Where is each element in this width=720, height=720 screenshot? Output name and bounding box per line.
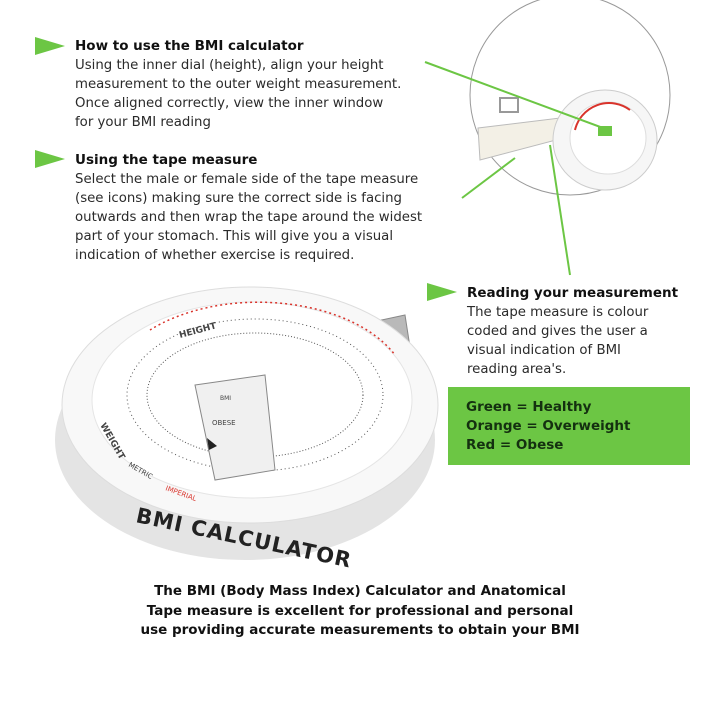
bullet-arrow-icon <box>427 283 457 301</box>
legend-item-obese: Red = Obese <box>466 437 564 453</box>
section-tape-measure: Using the tape measure Select the male o… <box>75 151 422 265</box>
section-body: The tape measure is colour coded and giv… <box>467 305 649 377</box>
pointer-line <box>461 157 516 199</box>
section-title: Reading your measurement <box>467 285 679 301</box>
dial-label-bmi: BMI <box>220 395 231 402</box>
bullet-arrow-icon <box>35 150 65 168</box>
dial-label-obese: OBESE <box>212 419 236 427</box>
section-title: How to use the BMI calculator <box>75 38 304 54</box>
section-title: Using the tape measure <box>75 152 258 168</box>
section-reading: Reading your measurement The tape measur… <box>467 284 678 379</box>
legend-item-healthy: Green = Healthy <box>466 399 592 415</box>
bmi-calculator-product-image: HEIGHT WEIGHT METRIC IMPERIAL OBESE BMI … <box>55 286 439 573</box>
legend-item-overweight: Orange = Overweight <box>466 418 631 434</box>
section-body: Select the male or female side of the ta… <box>75 172 423 263</box>
bullet-arrow-icon <box>35 37 65 55</box>
inset-product-image <box>477 89 658 191</box>
product-caption: The BMI (Body Mass Index) Calculator and… <box>140 583 580 638</box>
section-how-to-use: How to use the BMI calculator Using the … <box>75 37 401 132</box>
pointer-line <box>424 61 604 129</box>
pointer-line <box>549 144 571 276</box>
colour-legend-box: Green = Healthy Orange = Overweight Red … <box>448 387 690 465</box>
section-body: Using the inner dial (height), align you… <box>75 58 402 130</box>
